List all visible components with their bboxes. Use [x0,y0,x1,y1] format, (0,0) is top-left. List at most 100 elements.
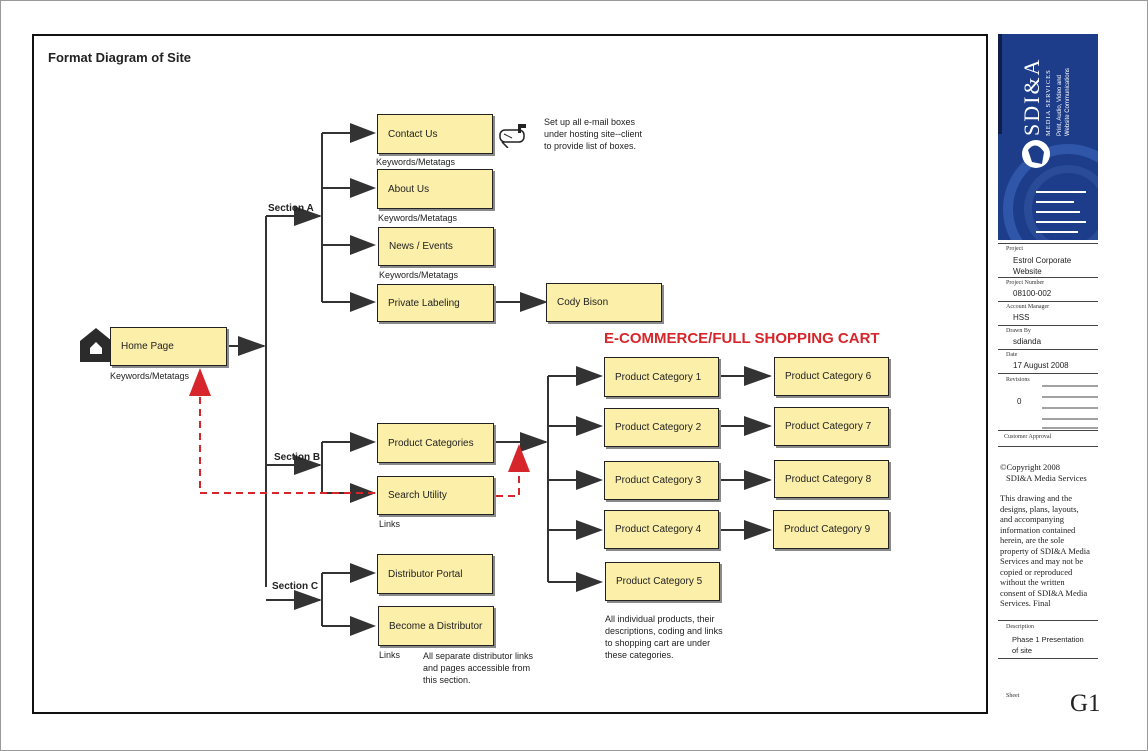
news-keywords-label: Keywords/Metatags [379,270,459,280]
contact-keywords-label: Keywords/Metatags [376,157,456,167]
home-page-node[interactable]: Home Page [110,327,227,366]
news-events-node[interactable]: News / Events [378,227,494,266]
account-manager-value: HSS [1013,313,1030,322]
legal-line-11: Services. Final [1000,598,1051,608]
product-category-3-node[interactable]: Product Category 3 [604,461,719,500]
section-c-label: Section C [272,581,319,592]
about-keywords-label: Keywords/Metatags [378,213,458,223]
tb-divider-date [998,349,1098,350]
sheet-caption: Sheet [1006,693,1020,699]
description-caption: Description [1006,624,1034,630]
logo-tagline-1: Print, Audio, Video and [1057,75,1063,136]
about-us-label: About Us [388,183,430,195]
distributor-note-line-2: and pages accessible from [423,663,531,673]
product-category-3-label: Product Category 3 [615,475,702,486]
tb-divider-description [998,620,1098,621]
copyright-line-2: SDI&A Media Services [1006,472,1087,483]
tb-divider-approval [998,430,1098,431]
legal-line-9: without the written [1000,577,1065,587]
about-us-node[interactable]: About Us [377,169,493,209]
distributor-portal-label: Distributor Portal [388,568,463,580]
tb-divider-approval-bottom [998,446,1098,447]
drawing-frame [32,34,988,714]
email-note: Set up all e-mail boxes under hosting si… [544,116,642,152]
customer-approval-caption: Customer Approval [1004,434,1052,440]
legal-line-2: designs, plans, layouts, [1000,503,1079,514]
project-number-value: 08100-002 [1013,289,1052,298]
search-utility-node[interactable]: Search Utility [377,476,494,515]
cody-bison-node[interactable]: Cody Bison [546,283,662,322]
tb-divider-project [998,243,1098,244]
legal-line-4: information contained [1000,524,1076,535]
product-category-6-node[interactable]: Product Category 6 [774,357,889,396]
mailbox-icon [499,124,526,148]
revisions-caption: Revisions [1006,377,1030,383]
project-caption: Project [1006,246,1023,252]
product-category-1-node[interactable]: Product Category 1 [604,357,719,397]
description-line-2: of site [1012,646,1033,655]
section-b-label: Section B [274,452,321,463]
product-category-1-label: Product Category 1 [615,371,702,383]
email-note-line-2: under hosting site--client [544,129,643,139]
become-distributor-label: Become a Distributor [389,620,483,632]
account-manager-caption: Account Manager [1006,304,1050,310]
logo-graphic [998,34,1098,240]
email-note-line-3: to provide list of boxes. [544,141,637,151]
distributor-note: All separate distributor links and pages… [423,650,533,686]
legal-line-6: property of SDI&A Media [1000,545,1090,556]
legal-line-7: Services and may not be [1000,556,1084,566]
product-category-6-label: Product Category 6 [785,371,872,382]
home-page-label: Home Page [121,341,174,352]
product-category-4-node[interactable]: Product Category 4 [604,510,719,549]
categories-note-line-2: descriptions, coding and links [605,626,723,636]
contact-us-node[interactable]: Contact Us [377,114,493,154]
project-number-caption: Project Number [1006,280,1045,286]
legal-line-5: herein, are the sole [1000,535,1065,545]
date-caption: Date [1006,352,1018,358]
product-category-7-label: Product Category 7 [785,421,872,432]
become-distributor-node[interactable]: Become a Distributor [378,606,494,646]
legal-line-1: This drawing and the [1000,493,1072,503]
logo-subtitle: MEDIA SERVICES [1045,69,1052,136]
product-category-2-node[interactable]: Product Category 2 [604,408,719,447]
legal-line-10: consent of SDI&A Media [1000,587,1088,598]
contact-us-label: Contact Us [388,128,438,140]
product-category-5-label: Product Category 5 [616,576,703,587]
drawn-by-value: sdianda [1013,337,1042,346]
copyright-text: ©Copyright 2008 SDI&A Media Services [1000,462,1087,483]
home-icon [80,328,112,362]
product-categories-label: Product Categories [388,437,474,449]
distributor-links-label: Links [379,650,401,660]
legal-text: This drawing and the designs, plans, lay… [1000,493,1090,609]
product-category-4-label: Product Category 4 [615,524,702,535]
sheet-number: G1 [1070,690,1101,717]
drawn-by-caption: Drawn By [1006,328,1031,334]
news-events-label: News / Events [389,241,453,252]
logo-name: SDI&A [1019,57,1044,136]
tb-divider-sheet [998,658,1098,659]
section-a-label: Section A [268,203,314,214]
product-categories-node[interactable]: Product Categories [377,423,494,463]
legal-line-3: and accompanying [1000,514,1064,524]
product-category-9-label: Product Category 9 [784,524,871,535]
ecommerce-heading: E-COMMERCE/FULL SHOPPING CART [604,330,880,347]
categories-note-line-4: these categories. [605,650,674,660]
distributor-portal-node[interactable]: Distributor Portal [377,554,493,594]
diagram-title: Format Diagram of Site [48,50,192,65]
logo-tagline-2: Website Communications [1065,68,1071,136]
project-line-1: Estrol Corporate [1013,256,1072,265]
product-category-5-node[interactable]: Product Category 5 [605,562,720,601]
private-labeling-node[interactable]: Private Labeling [377,284,494,322]
distributor-note-line-3: this section. [423,675,471,685]
product-category-8-node[interactable]: Product Category 8 [774,460,889,498]
legal-line-8: copied or reproduced [1000,566,1073,577]
product-category-9-node[interactable]: Product Category 9 [773,510,889,549]
logo-text: SDI&A MEDIA SERVICES Print, Audio, Video… [1019,42,1098,136]
copyright-line-1: ©Copyright 2008 [1000,462,1061,472]
date-value: 17 August 2008 [1013,361,1069,370]
tb-divider-revisions [998,373,1098,374]
product-category-7-node[interactable]: Product Category 7 [774,407,889,446]
company-logo: SDI&A MEDIA SERVICES Print, Audio, Video… [998,34,1098,240]
home-keywords-label: Keywords/Metatags [110,371,190,381]
